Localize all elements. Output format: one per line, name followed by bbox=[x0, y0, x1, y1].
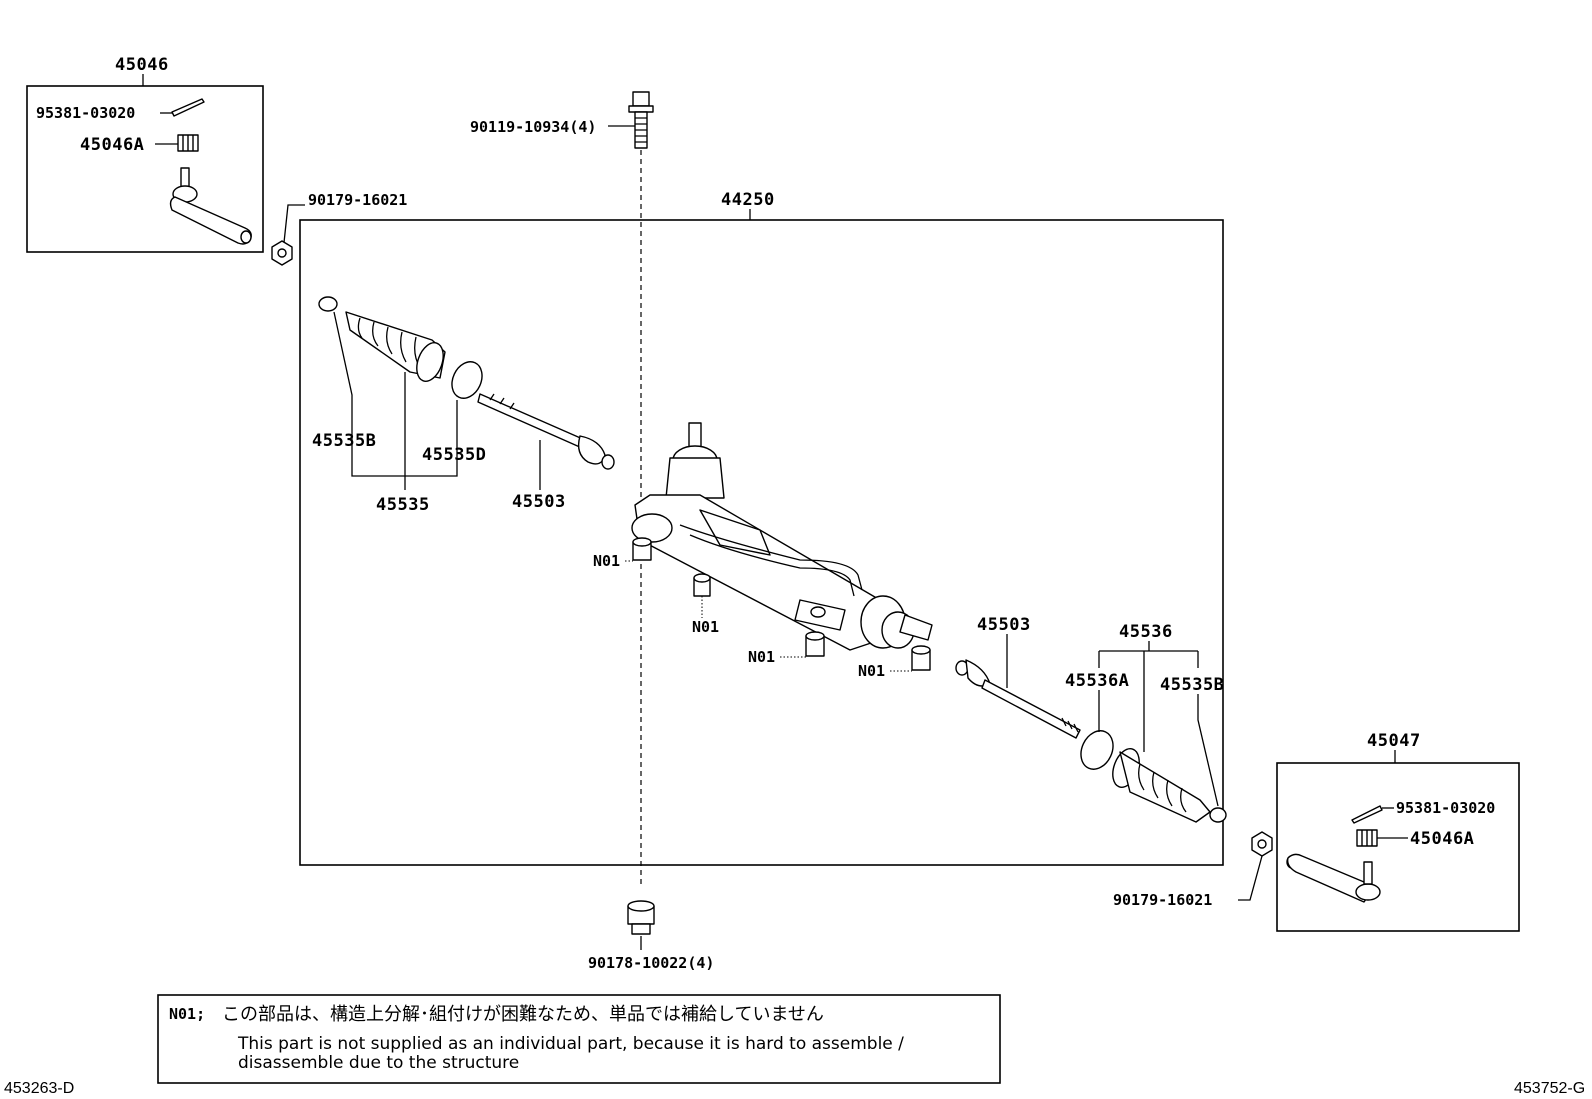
bolt-group: 90119-10934(4) bbox=[470, 91, 654, 888]
left-boot-parts: 45535B 45535D 45535 45503 bbox=[312, 296, 615, 515]
label-90179-16021-right[interactable]: 90179-16021 bbox=[1113, 891, 1212, 909]
rack-boot-right[interactable] bbox=[1108, 745, 1211, 823]
label-45536A[interactable]: 45536A bbox=[1065, 671, 1129, 691]
tie-rod-end-right[interactable] bbox=[1286, 853, 1381, 903]
label-90179-16021-left[interactable]: 90179-16021 bbox=[308, 191, 407, 209]
label-45535B-right[interactable]: 45535B bbox=[1160, 675, 1224, 695]
nut-90179-left-group: 90179-16021 bbox=[271, 191, 407, 266]
bushing-bottom-group: 90178-10022(4) bbox=[588, 900, 714, 972]
steering-gear-assembly-box bbox=[299, 219, 1224, 866]
label-45535B-left[interactable]: 45535B bbox=[312, 431, 376, 451]
rack-end-right[interactable] bbox=[955, 659, 1081, 739]
diagram-code-left: 453263-D bbox=[4, 1080, 74, 1097]
rack-boot-left[interactable] bbox=[345, 311, 448, 385]
tie-rod-end-right-box bbox=[1276, 762, 1520, 932]
note-english-line1: This part is not supplied as an individu… bbox=[237, 1034, 904, 1054]
label-95381-03020-left[interactable]: 95381-03020 bbox=[36, 104, 135, 122]
label-44250[interactable]: 44250 bbox=[721, 190, 775, 210]
steering-gear-housing[interactable] bbox=[631, 422, 933, 651]
note-box: N01; この部品は、構造上分解･組付けが困難なため、単品では補給していません … bbox=[157, 994, 1001, 1084]
tie-rod-end-right-group: 45047 95381-03020 45046A bbox=[1276, 731, 1520, 932]
label-n01-a[interactable]: N01 bbox=[593, 552, 620, 570]
boot-clip-left[interactable] bbox=[318, 296, 338, 312]
label-45503-right[interactable]: 45503 bbox=[977, 615, 1031, 635]
note-english-line2: disassemble due to the structure bbox=[238, 1053, 519, 1073]
boot-clamp-right[interactable] bbox=[1075, 726, 1119, 775]
label-45503-left[interactable]: 45503 bbox=[512, 492, 566, 512]
rack-end-left[interactable] bbox=[477, 393, 615, 470]
label-n01-c[interactable]: N01 bbox=[748, 648, 775, 666]
tie-rod-end-left[interactable] bbox=[169, 167, 252, 245]
label-45536[interactable]: 45536 bbox=[1119, 622, 1173, 642]
label-45046[interactable]: 45046 bbox=[115, 55, 169, 75]
label-n01-b[interactable]: N01 bbox=[692, 618, 719, 636]
right-boot-parts: 45503 45536 45536A 45535B bbox=[955, 615, 1227, 823]
label-n01-d[interactable]: N01 bbox=[858, 662, 885, 680]
boot-clamp-left[interactable] bbox=[446, 357, 487, 403]
note-japanese: この部品は、構造上分解･組付けが困難なため、単品では補給していません bbox=[222, 1004, 824, 1025]
note-code: N01; bbox=[169, 1005, 205, 1023]
tie-rod-end-left-group: 45046 95381-03020 45046A bbox=[26, 55, 264, 253]
diagram-code-right: 453752-G bbox=[1514, 1080, 1585, 1097]
label-90119-10934[interactable]: 90119-10934(4) bbox=[470, 118, 596, 136]
boot-clip-right[interactable] bbox=[1209, 807, 1227, 823]
castle-nut-right[interactable] bbox=[1356, 829, 1378, 847]
label-45535[interactable]: 45535 bbox=[376, 495, 430, 515]
n01-bushings: N01 N01 N01 N01 bbox=[593, 537, 931, 680]
mounting-bolt[interactable] bbox=[628, 91, 654, 149]
label-45046A-left[interactable]: 45046A bbox=[80, 135, 144, 155]
label-45047[interactable]: 45047 bbox=[1367, 731, 1421, 751]
label-45046A-right[interactable]: 45046A bbox=[1410, 829, 1474, 849]
note-frame bbox=[157, 994, 1001, 1084]
castle-nut-left[interactable] bbox=[177, 134, 199, 152]
label-95381-03020-right[interactable]: 95381-03020 bbox=[1396, 799, 1495, 817]
label-45535D[interactable]: 45535D bbox=[422, 445, 486, 465]
cotter-pin-right[interactable] bbox=[1351, 805, 1383, 824]
nut-90179-right-group: 90179-16021 bbox=[1113, 831, 1273, 909]
cotter-pin-left[interactable] bbox=[171, 98, 205, 117]
bushing-90178[interactable] bbox=[627, 900, 655, 935]
tie-rod-end-left-box bbox=[26, 85, 264, 253]
label-90178-10022[interactable]: 90178-10022(4) bbox=[588, 954, 714, 972]
